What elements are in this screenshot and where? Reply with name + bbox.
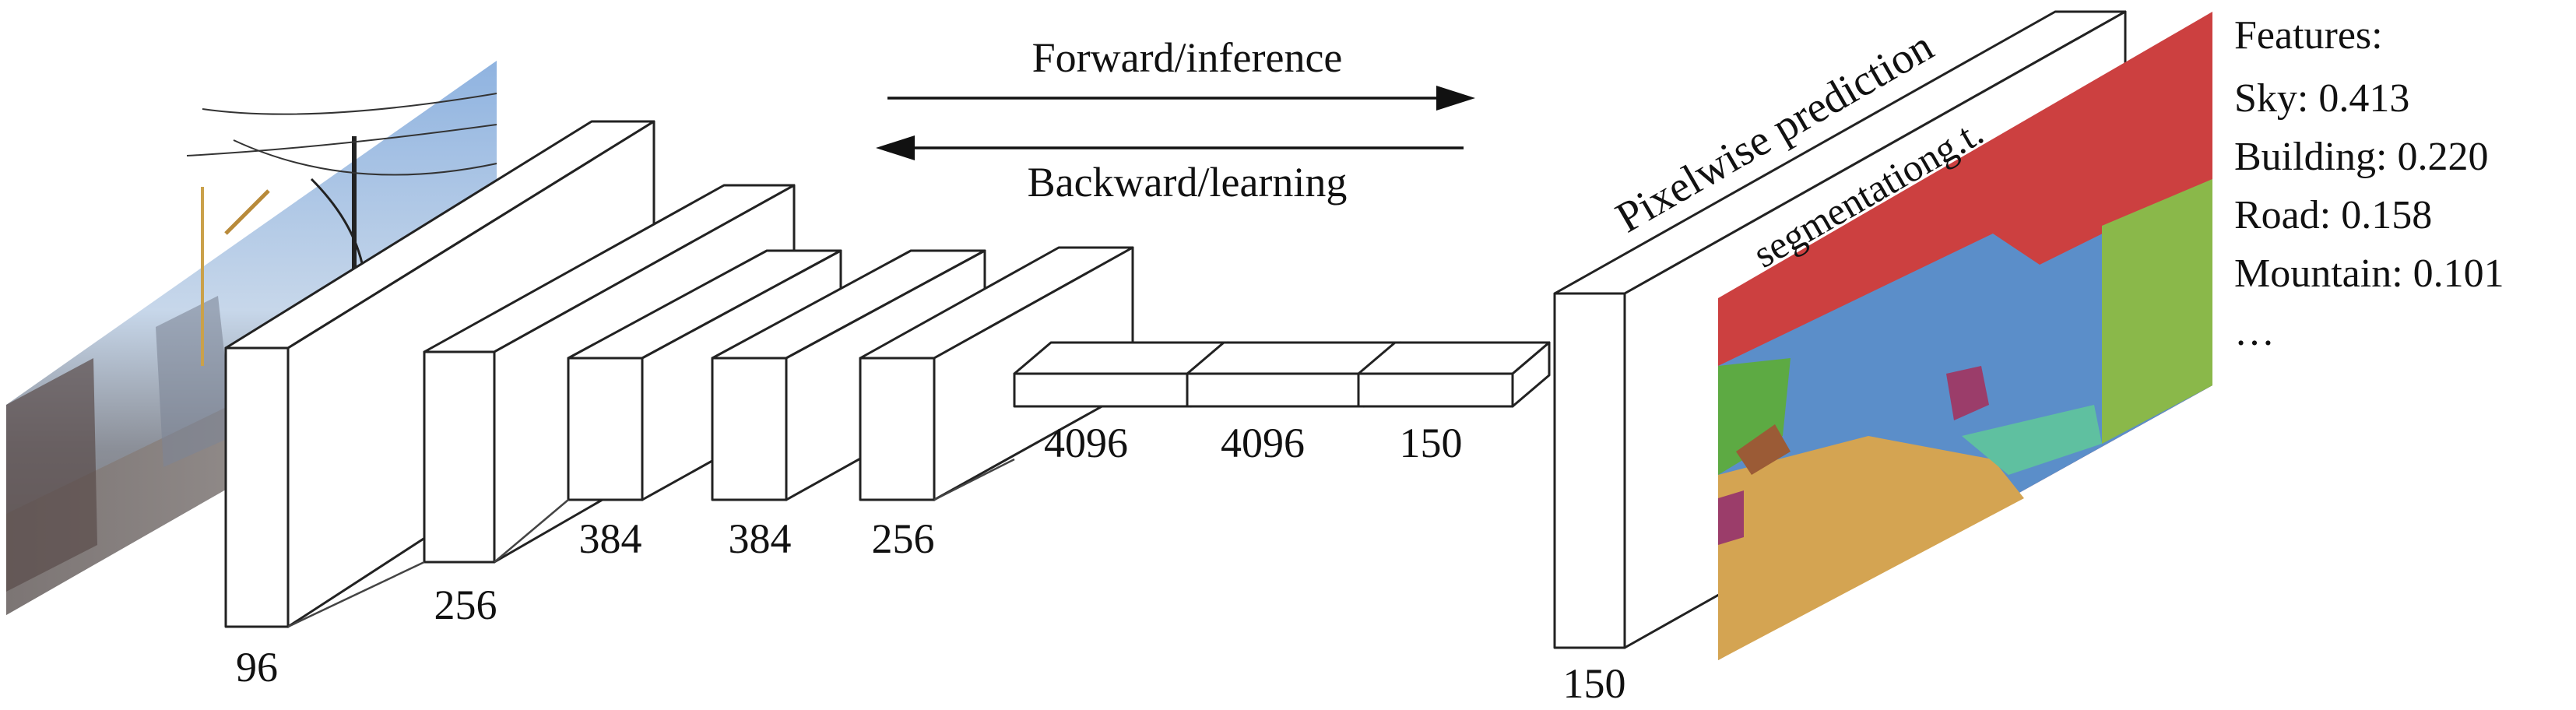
layer-conv5-label: 256 [872, 515, 935, 562]
layer-conv3-label: 384 [579, 515, 642, 562]
backward-arrow [876, 135, 1464, 160]
forward-label: Forward/inference [1032, 34, 1343, 81]
layer-fc7-label: 4096 [1221, 420, 1305, 466]
segmentation-map [1718, 12, 2212, 660]
layer-conv1-box [224, 120, 655, 628]
layer-connectors [287, 458, 1015, 628]
features-title: Features: [2234, 13, 2383, 58]
feature-ellipsis: … [2234, 310, 2275, 354]
layer-conv2-label: 256 [434, 582, 497, 628]
layer-fc8-box [1357, 341, 1551, 408]
backward-label: Backward/learning [1028, 159, 1348, 206]
feature-mountain: Mountain: 0.101 [2234, 251, 2504, 296]
layer-fc8-label: 150 [1400, 420, 1463, 466]
feature-sky: Sky: 0.413 [2234, 76, 2409, 121]
layer-conv4-label: 384 [729, 515, 792, 562]
layer-conv1-label: 96 [236, 644, 278, 691]
feature-road: Road: 0.158 [2234, 193, 2432, 237]
layer-output-label: 150 [1563, 660, 1626, 707]
layer-fc6-label: 4096 [1044, 420, 1128, 466]
feature-building: Building: 0.220 [2234, 135, 2488, 179]
forward-arrow [887, 86, 1475, 111]
